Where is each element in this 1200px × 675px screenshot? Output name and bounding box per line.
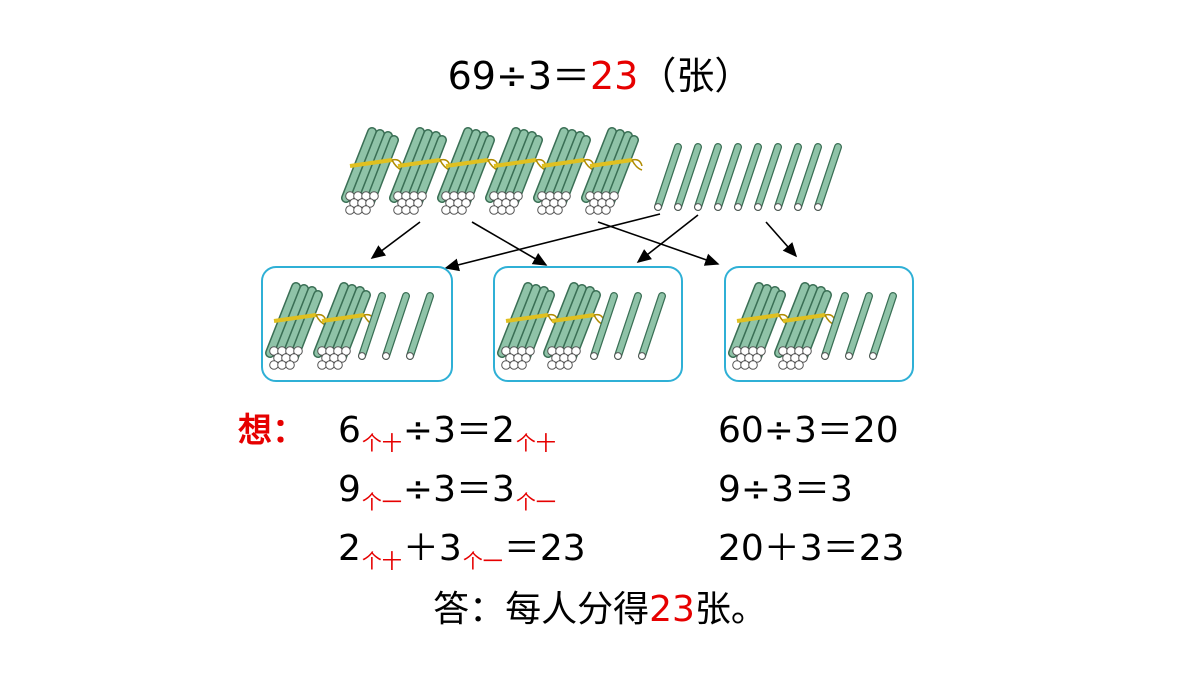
equation-unit: （张） bbox=[638, 54, 753, 98]
arrow bbox=[370, 221, 421, 259]
step-result: 2 bbox=[491, 410, 515, 451]
left-step-1: 6个十÷3＝2个十 bbox=[338, 408, 557, 454]
single-stick bbox=[655, 147, 678, 210]
answer-number: 23 bbox=[649, 589, 695, 630]
counting-sticks-illustration bbox=[261, 0, 914, 382]
left-step-2: 9个一÷3＝3个一 bbox=[338, 467, 557, 513]
unit-ones: 个一 bbox=[462, 549, 503, 573]
stick-bundle bbox=[586, 132, 642, 214]
distribution-arrows bbox=[370, 213, 798, 272]
unit-tens: 个十 bbox=[515, 431, 556, 455]
arrow bbox=[765, 221, 798, 258]
group-box-1 bbox=[261, 266, 453, 382]
group-box-2 bbox=[493, 266, 683, 382]
right-step-2: 9÷3＝3 bbox=[718, 469, 853, 510]
arrow bbox=[471, 221, 548, 266]
equation-left: 69÷3＝ bbox=[447, 54, 590, 98]
arrow bbox=[597, 221, 720, 266]
group-box-3 bbox=[724, 266, 914, 382]
right-step-1: 60÷3＝20 bbox=[718, 410, 899, 451]
step-operator: ＋3 bbox=[402, 528, 462, 569]
answer-prefix: 答：每人分得 bbox=[433, 589, 650, 630]
top-single-sticks bbox=[655, 147, 838, 210]
arrow bbox=[444, 213, 661, 272]
equation-result: 23 bbox=[590, 54, 639, 98]
step-result: ＝23 bbox=[503, 528, 586, 569]
think-label: 想： bbox=[238, 411, 306, 451]
unit-ones: 个一 bbox=[361, 490, 402, 514]
step-operator: ÷3＝ bbox=[402, 469, 492, 510]
step-result: 3 bbox=[491, 469, 515, 510]
answer-suffix: 张。 bbox=[694, 589, 767, 630]
step-operator: ÷3＝ bbox=[402, 410, 492, 451]
step-number: 9 bbox=[338, 469, 361, 510]
step-number: 6 bbox=[338, 410, 361, 451]
unit-tens: 个十 bbox=[361, 549, 402, 573]
top-bundles bbox=[346, 132, 642, 214]
right-step-3: 20＋3＝23 bbox=[718, 528, 905, 569]
left-step-3: 2个十＋3个一＝23 bbox=[338, 526, 586, 572]
step-number: 2 bbox=[338, 528, 361, 569]
answer-sentence: 答：每人分得23张。 bbox=[0, 584, 1200, 636]
division-equation: 69÷3＝23（张） bbox=[0, 50, 1200, 102]
unit-tens: 个十 bbox=[361, 431, 402, 455]
unit-ones: 个一 bbox=[515, 490, 556, 514]
arrow bbox=[636, 214, 699, 263]
